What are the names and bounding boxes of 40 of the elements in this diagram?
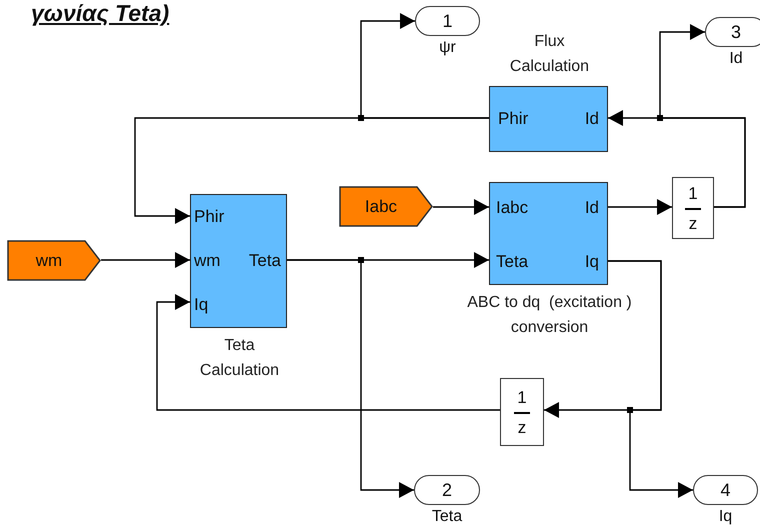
- port-number: 2: [440, 481, 453, 499]
- signal-arrow: [156, 294, 500, 411]
- unit-delay-block: [672, 177, 714, 239]
- port-name: ψr: [438, 39, 457, 57]
- port-name: Teta: [430, 508, 464, 526]
- port-label: Teta: [248, 252, 281, 270]
- port-number: 1: [441, 12, 454, 30]
- denominator: z: [516, 419, 528, 437]
- numerator: 1: [516, 389, 528, 407]
- port-name: Iq: [718, 508, 734, 526]
- block-title: Flux Calculation: [508, 32, 590, 77]
- port-label: Phir: [194, 208, 224, 226]
- port-label: Iabc: [496, 199, 528, 217]
- signal-arrow: [659, 24, 746, 208]
- heading-text: γωνίας Teta): [31, 0, 170, 26]
- inport-terminal: [7, 240, 101, 281]
- signal-arrow: [608, 260, 693, 498]
- signal-arrow: [608, 199, 672, 215]
- block-title: Teta Calculation: [198, 336, 280, 381]
- port-label: Id: [584, 110, 599, 128]
- signal-arrow: [433, 199, 489, 215]
- port-number: 3: [730, 23, 742, 41]
- signal-arrow: [287, 259, 414, 498]
- port-label: Iq: [584, 253, 599, 271]
- numerator: 1: [687, 185, 699, 203]
- port-number: 4: [719, 481, 732, 499]
- signal-arrow: [360, 13, 489, 119]
- port-name: Id: [728, 50, 744, 68]
- port-label: Phir: [498, 110, 528, 128]
- port-label: wm: [194, 252, 220, 270]
- port-name: Iabc: [364, 198, 398, 216]
- port-label: Id: [584, 199, 599, 217]
- port-label: Teta: [496, 253, 528, 271]
- unit-delay-block: [500, 378, 544, 446]
- inport-terminal: [339, 186, 433, 227]
- block-title: ABC to dq (excitation ) conversion: [466, 293, 633, 338]
- denominator: z: [688, 215, 698, 233]
- port-label: Iq: [194, 296, 208, 314]
- port-name: wm: [34, 252, 64, 270]
- signal-arrow: [101, 252, 190, 268]
